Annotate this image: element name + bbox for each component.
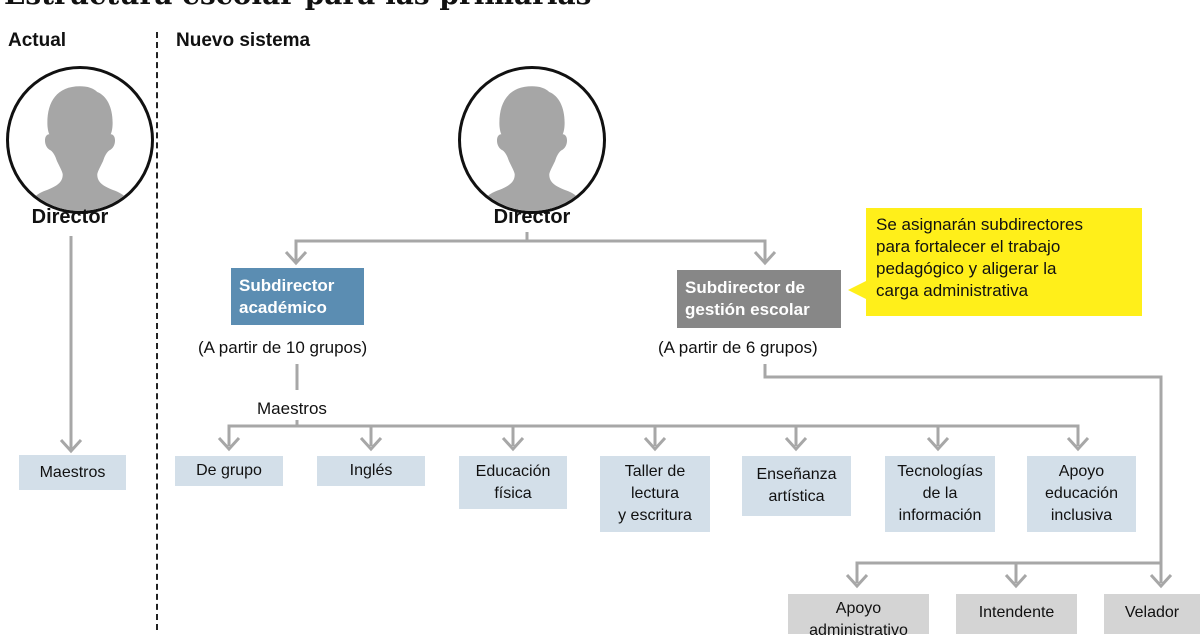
teachers-box-current: Maestros: [19, 455, 126, 490]
section-new-heading: Nuevo sistema: [176, 30, 311, 51]
arrowhead: [1004, 573, 1028, 589]
support-staff-box: Velador: [1104, 594, 1200, 634]
arrowhead: [1149, 573, 1173, 589]
teacher-type-box: De grupo: [175, 456, 283, 486]
teacher-type-box: Inglés: [317, 456, 425, 486]
teacher-type-box: Tecnologías de la información: [885, 456, 995, 532]
teacher-type-box: Taller de lectura y escritura: [600, 456, 710, 532]
arrowhead: [845, 573, 869, 589]
arrowhead: [284, 250, 308, 266]
arrowhead: [217, 436, 241, 452]
director-label-new: Director: [493, 206, 571, 228]
support-staff-box: Intendente: [956, 594, 1077, 634]
academic-subdirector-box: Subdirector académico: [231, 268, 364, 325]
director-label-current: Director: [31, 206, 109, 228]
connector-teacher-bus: [227, 424, 1080, 446]
arrowhead: [359, 436, 383, 452]
arrowhead: [643, 436, 667, 452]
person-silhouette-icon: [26, 86, 134, 211]
arrowhead: [1066, 436, 1090, 452]
chart-title: Estructura escolar para las primarias: [4, 0, 591, 11]
arrowhead: [926, 436, 950, 452]
callout-pointer: [848, 280, 868, 300]
arrowhead: [501, 436, 525, 452]
avatar-director-current: [6, 66, 154, 214]
management-subdirector-box: Subdirector de gestión escolar: [677, 270, 841, 328]
management-condition: (A partir de 6 grupos): [658, 338, 818, 357]
teacher-type-box: Educación física: [459, 456, 567, 509]
person-silhouette-icon: [478, 86, 586, 211]
connector-split: [294, 239, 767, 262]
section-current-heading: Actual: [8, 30, 67, 51]
arrowhead: [784, 436, 808, 452]
section-divider: [156, 32, 158, 630]
support-staff-box: Apoyo administrativo: [788, 594, 929, 639]
callout-note: Se asignarán subdirectores para fortalec…: [866, 208, 1142, 316]
avatar-director-new: [458, 66, 606, 214]
teacher-type-box: Apoyo educación inclusiva: [1027, 456, 1136, 532]
arrowhead: [753, 250, 777, 266]
arrowhead: [59, 438, 83, 454]
teacher-type-box: Enseñanza artística: [742, 456, 851, 516]
academic-condition: (A partir de 10 grupos): [198, 338, 368, 357]
teachers-label: Maestros: [257, 399, 327, 418]
connector-staff-bus: [855, 561, 1161, 583]
